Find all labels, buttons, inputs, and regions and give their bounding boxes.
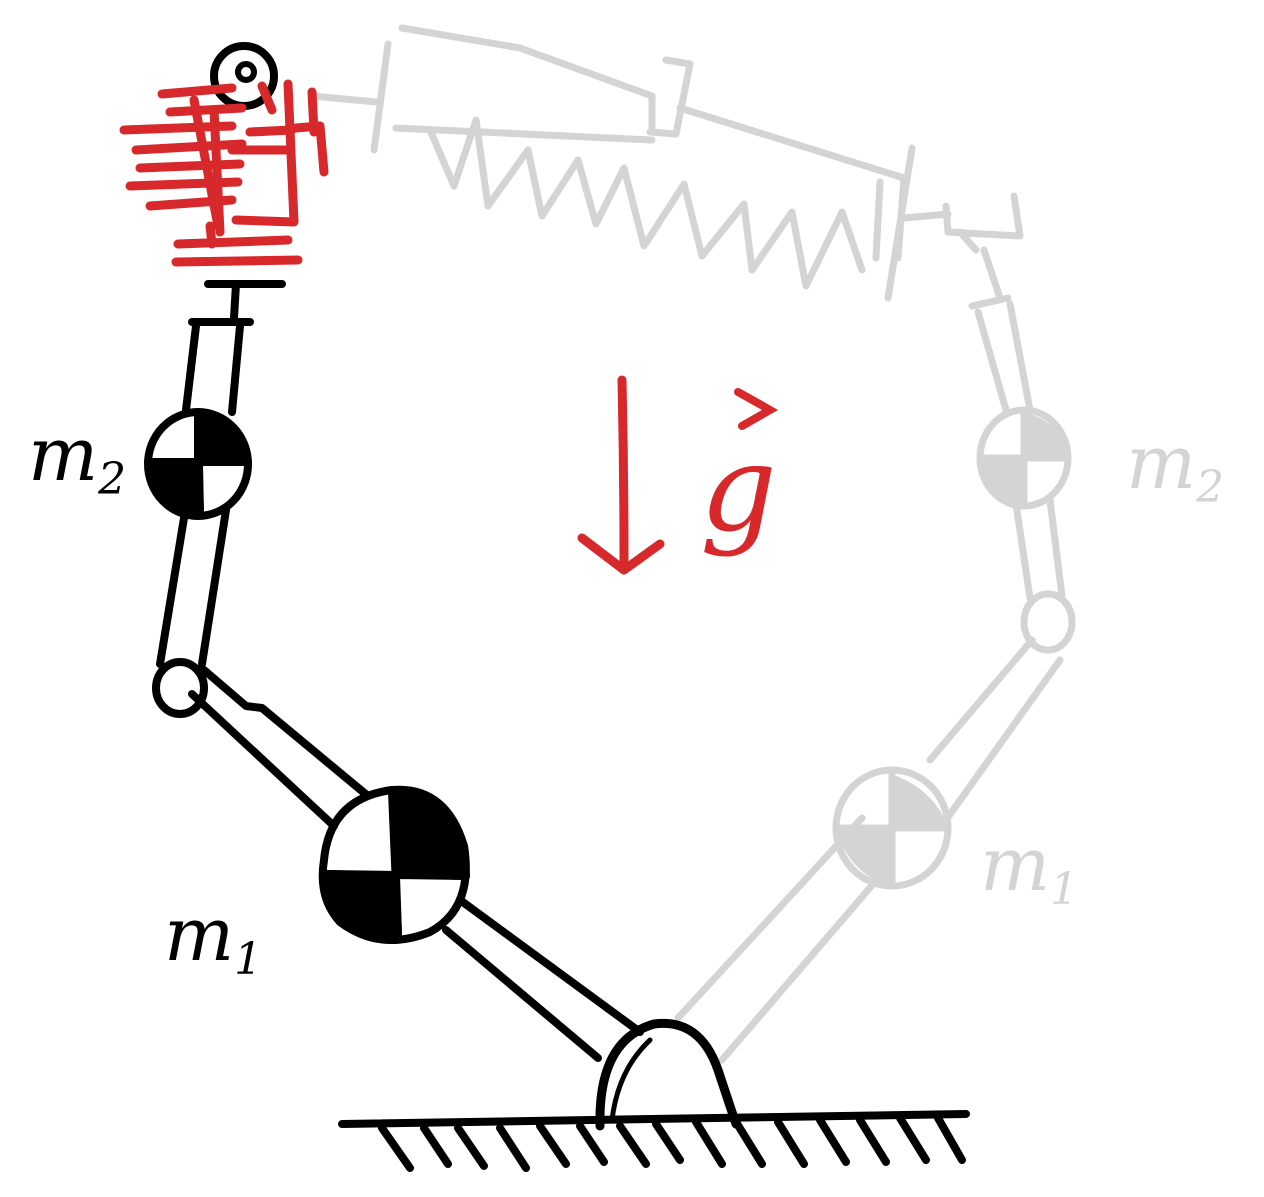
gravity-label: g [700, 420, 777, 559]
ghost-top-rod [942, 192, 1034, 414]
vertical-spring-damper [119, 79, 329, 267]
ghost-spring-damper [308, 24, 952, 302]
ghost-mass-2-label: m2 [1126, 420, 1224, 513]
mass-1-label: m1 [164, 892, 262, 985]
gravity-arrow [617, 375, 629, 565]
ghost-mass-1 [832, 766, 952, 890]
ghost-lower-link [674, 636, 1064, 1064]
gravity-arrow-head [577, 533, 665, 575]
ghost-configuration: m2 m1 [308, 24, 1224, 1064]
ghost-mass-1-label: m1 [980, 822, 1078, 915]
lower-link [188, 666, 644, 1062]
base-pivot [595, 1018, 741, 1131]
ghost-upper-link [1012, 496, 1066, 602]
mass-2 [144, 408, 252, 520]
upper-link [156, 506, 230, 668]
top-rod [182, 280, 286, 416]
gravity-vector: g [577, 375, 779, 575]
elbow-joint [152, 658, 208, 718]
ghost-elbow-joint [1020, 590, 1076, 654]
main-configuration [144, 42, 644, 1062]
ghost-mass-2 [976, 406, 1072, 510]
ground [338, 1110, 970, 1172]
gravity-vector-bar [734, 388, 779, 430]
mass-1 [318, 785, 470, 944]
mass-2-label: m2 [28, 412, 126, 505]
base-pivot-inner [609, 1037, 653, 1123]
